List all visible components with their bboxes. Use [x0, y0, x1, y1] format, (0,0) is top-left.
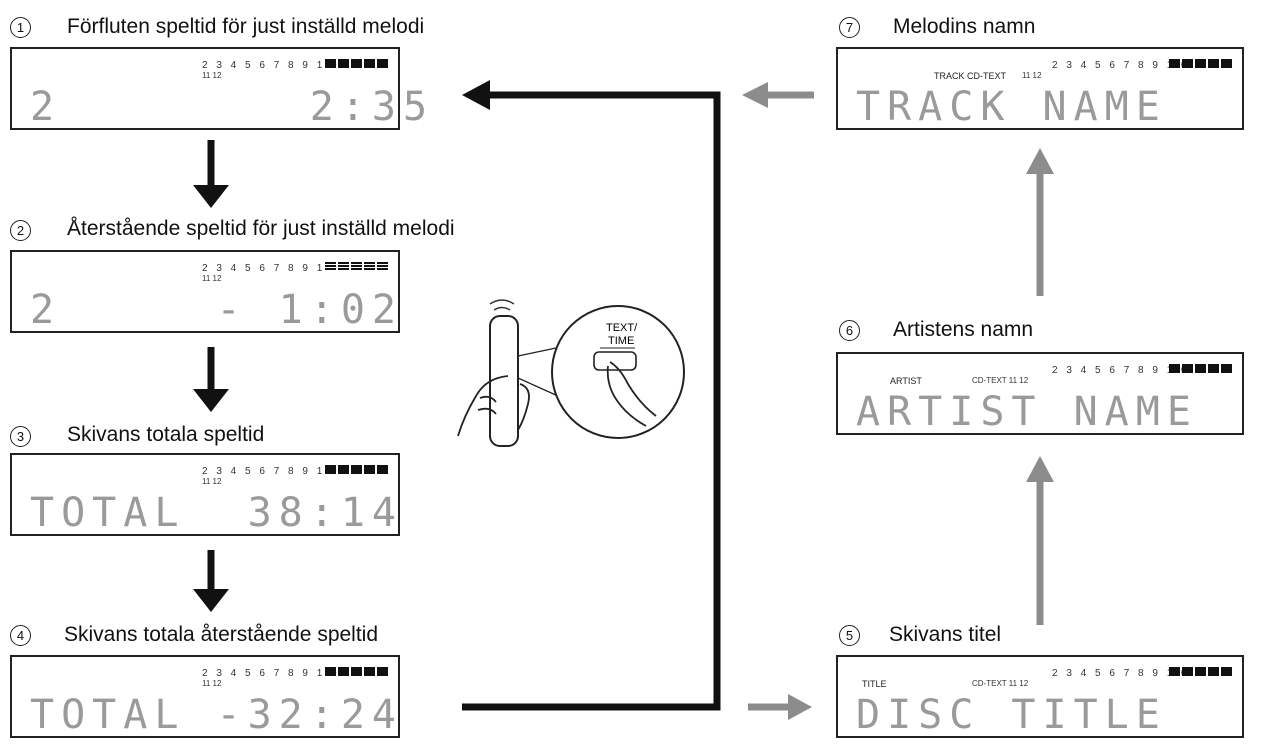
mode-label: TRACK CD-TEXT [934, 71, 1006, 81]
track-digits-sub: CD-TEXT 11 12 [972, 679, 1029, 688]
level-indicator [325, 465, 388, 474]
zoom-bubble [551, 305, 685, 439]
arrow-6-to-7 [1026, 148, 1054, 296]
arrow-4-to-5 [748, 694, 812, 720]
level-indicator [325, 59, 388, 68]
lcd-text: TRACK NAME [856, 84, 1167, 130]
lcd-display: 2 3 4 5 6 7 8 9 1 0 11 12 TOTAL -32:24 [10, 655, 400, 738]
level-indicator [1169, 364, 1232, 373]
remote-control-illustration: TEXT/ TIME [457, 299, 685, 447]
lcd-text: TOTAL 38:14 [30, 490, 403, 536]
track-digits: 2 3 4 5 6 7 8 9 1 0 [202, 263, 340, 274]
lcd-text: 2 2:35 [30, 84, 435, 130]
step-label: Skivans titel [889, 623, 1002, 646]
lcd-display: 2 3 4 5 6 7 8 9 1 0 11 12 2 2:35 [10, 47, 427, 130]
lcd-text: ARTIST NAME [856, 389, 1198, 435]
mode-label: ARTIST [890, 376, 922, 386]
track-digits-sub: 11 12 [202, 71, 222, 80]
track-digits-sub: CD-TEXT 11 12 [972, 376, 1029, 385]
step-label: Melodins namn [893, 15, 1036, 38]
level-indicator [1169, 667, 1232, 676]
step-label: Artistens namn [893, 318, 1034, 341]
level-indicator [325, 262, 388, 271]
track-digits: 2 3 4 5 6 7 8 9 1 0 [202, 60, 340, 71]
step-number: 6 [839, 320, 860, 341]
track-digits: 2 3 4 5 6 7 8 9 1 0 [1052, 60, 1190, 71]
text-time-button [593, 351, 637, 371]
step-label: Skivans totala speltid [67, 423, 265, 446]
button-label-time: TIME [608, 335, 634, 347]
track-digits: 2 3 4 5 6 7 8 9 1 0 [202, 668, 340, 679]
lcd-display: 2 3 4 5 6 7 8 9 1 0 TRACK CD-TEXT 11 12 … [836, 47, 1244, 130]
step-label: Skivans totala återstående speltid [64, 623, 379, 646]
arrow-7-to-1 [742, 82, 814, 108]
lcd-display: 2 3 4 5 6 7 8 9 1 0 11 12 TOTAL 38:14 [10, 453, 400, 536]
lcd-text: TOTAL -32:24 [30, 692, 403, 738]
step-label: Återstående speltid för just inställd me… [67, 217, 455, 240]
step-number: 5 [839, 625, 860, 646]
track-digits-sub: 11 12 [1022, 71, 1042, 80]
level-indicator [325, 667, 388, 676]
level-indicator [1169, 59, 1232, 68]
arrow-1-to-2 [193, 140, 229, 208]
arrow-5-to-6 [1026, 456, 1054, 625]
mode-label: TITLE [862, 679, 887, 689]
step-number: 1 [10, 17, 31, 38]
lcd-display: 2 3 4 5 6 7 8 9 1 0 ARTIST CD-TEXT 11 12… [836, 352, 1244, 435]
lcd-display: 2 3 4 5 6 7 8 9 1 0 TITLE CD-TEXT 11 12 … [836, 655, 1244, 738]
step-label: Förfluten speltid för just inställd melo… [67, 15, 425, 38]
lcd-display: 2 3 4 5 6 7 8 9 1 0 11 12 2 - 1:02 [10, 250, 400, 333]
arrow-3-to-4 [193, 550, 229, 612]
step-number: 2 [10, 220, 31, 241]
step-number: 3 [10, 426, 31, 447]
step-number: 4 [10, 625, 31, 646]
track-digits-sub: 11 12 [202, 274, 222, 283]
arrow-2-to-3 [193, 347, 229, 412]
track-digits: 2 3 4 5 6 7 8 9 1 0 [202, 466, 340, 477]
step-number: 7 [839, 17, 860, 38]
arrow-4-to-1-loop [462, 80, 721, 711]
track-digits-sub: 11 12 [202, 679, 222, 688]
track-digits: 2 3 4 5 6 7 8 9 1 0 [1052, 365, 1190, 376]
remote-icon [489, 315, 519, 447]
track-digits: 2 3 4 5 6 7 8 9 1 0 [1052, 668, 1190, 679]
track-digits-sub: 11 12 [202, 477, 222, 486]
button-label-text: TEXT/ [606, 322, 638, 334]
lcd-text: 2 - 1:02 [30, 287, 403, 333]
lcd-text: DISC TITLE [856, 692, 1167, 738]
